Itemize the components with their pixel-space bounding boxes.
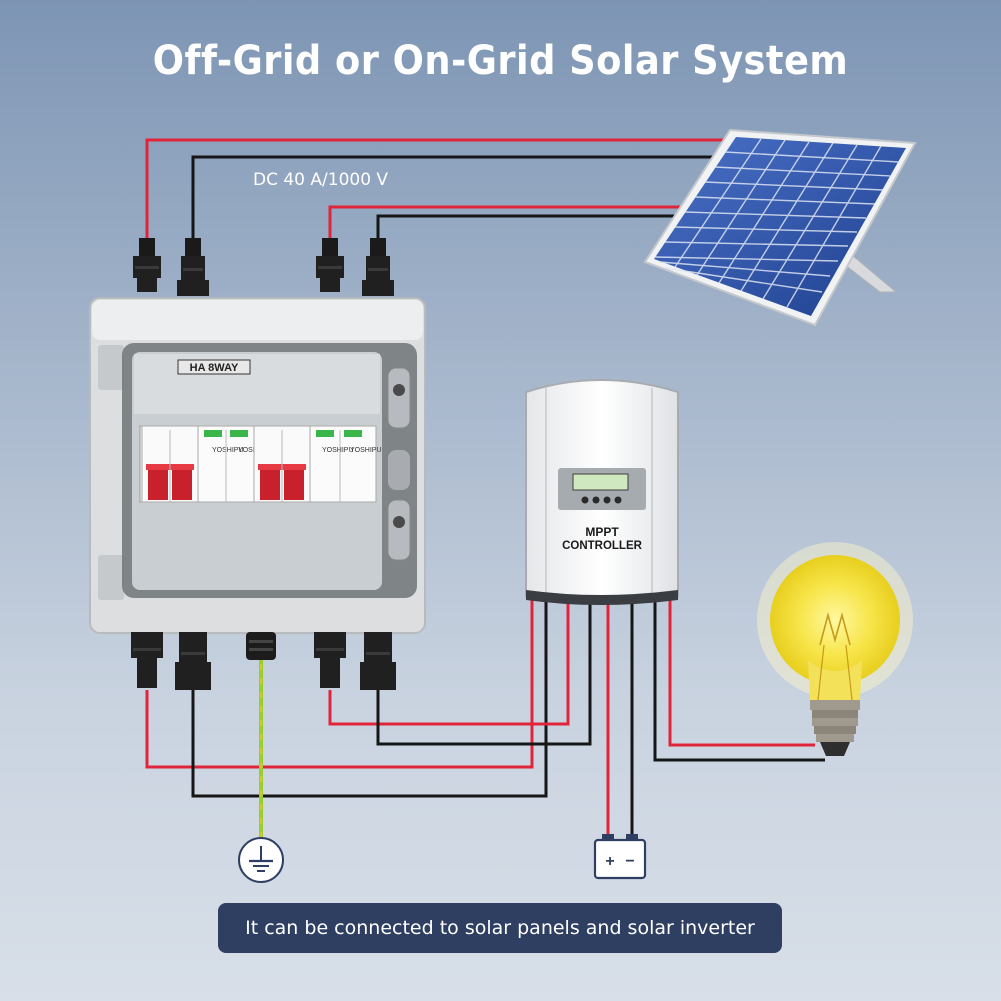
page-title: Off-Grid or On-Grid Solar System	[152, 38, 849, 84]
din-rail-text: HA 8WAY	[190, 362, 239, 374]
caption-text: It can be connected to solar panels and …	[245, 917, 755, 939]
negative-wire-panel-1	[191, 155, 722, 255]
mc4-connector-top-3	[316, 238, 344, 292]
controller-label-1: MPPT	[585, 525, 619, 539]
positive-wire-bulb	[668, 598, 815, 747]
din-rail-label	[177, 359, 251, 375]
spd-brand-1: YOSHIPU	[212, 447, 244, 454]
negative-wire-out-2	[376, 598, 592, 746]
mc4-connector-bottom-2	[175, 632, 211, 690]
solar-panel-icon	[643, 128, 917, 327]
positive-wire-panel-1	[145, 138, 728, 255]
mppt-controller: MPPT CONTROLLER	[525, 379, 679, 605]
combiner-box: HA 8WAY YOSHIPU YOSHIPU	[89, 297, 426, 634]
surge-protector-2: YOSHIPU YOSHIPU	[309, 425, 382, 503]
battery-minus: −	[625, 853, 634, 870]
top-connectors	[133, 238, 394, 296]
negative-wire-panel-2	[376, 214, 677, 255]
spd-brand-3: YOSHIPU	[322, 447, 354, 454]
rating-label: DC 40 A/1000 V	[253, 170, 389, 190]
positive-wire-out-2	[328, 598, 570, 726]
mc4-connector-bottom-4	[360, 632, 396, 690]
controller-label-2: CONTROLLER	[562, 540, 643, 552]
mc4-connector-bottom-1	[131, 632, 163, 688]
mc4-connector-top-4	[362, 238, 394, 296]
mc4-connector-top-2	[177, 238, 209, 296]
caption-banner: It can be connected to solar panels and …	[218, 903, 782, 953]
battery-plus: +	[605, 853, 614, 870]
negative-wire-out-1	[191, 598, 548, 798]
ground-icon	[238, 837, 284, 883]
controller-lcd	[572, 473, 629, 491]
mc4-connector-bottom-3	[314, 632, 346, 688]
negative-wire-bulb	[653, 598, 825, 762]
spd-brand-4: YOSHIPU	[350, 447, 382, 454]
circuit-breaker-2	[253, 425, 311, 503]
box-latches	[387, 367, 411, 561]
positive-wire-out-1	[145, 598, 534, 769]
bottom-connectors	[131, 632, 396, 690]
panel-grid	[654, 138, 900, 308]
mc4-connector-top-1	[133, 238, 161, 292]
battery-icon: + −	[593, 834, 647, 880]
wires	[145, 138, 825, 843]
light-bulb-icon	[757, 542, 913, 756]
circuit-breaker-1	[141, 425, 199, 503]
cable-gland	[246, 632, 276, 660]
